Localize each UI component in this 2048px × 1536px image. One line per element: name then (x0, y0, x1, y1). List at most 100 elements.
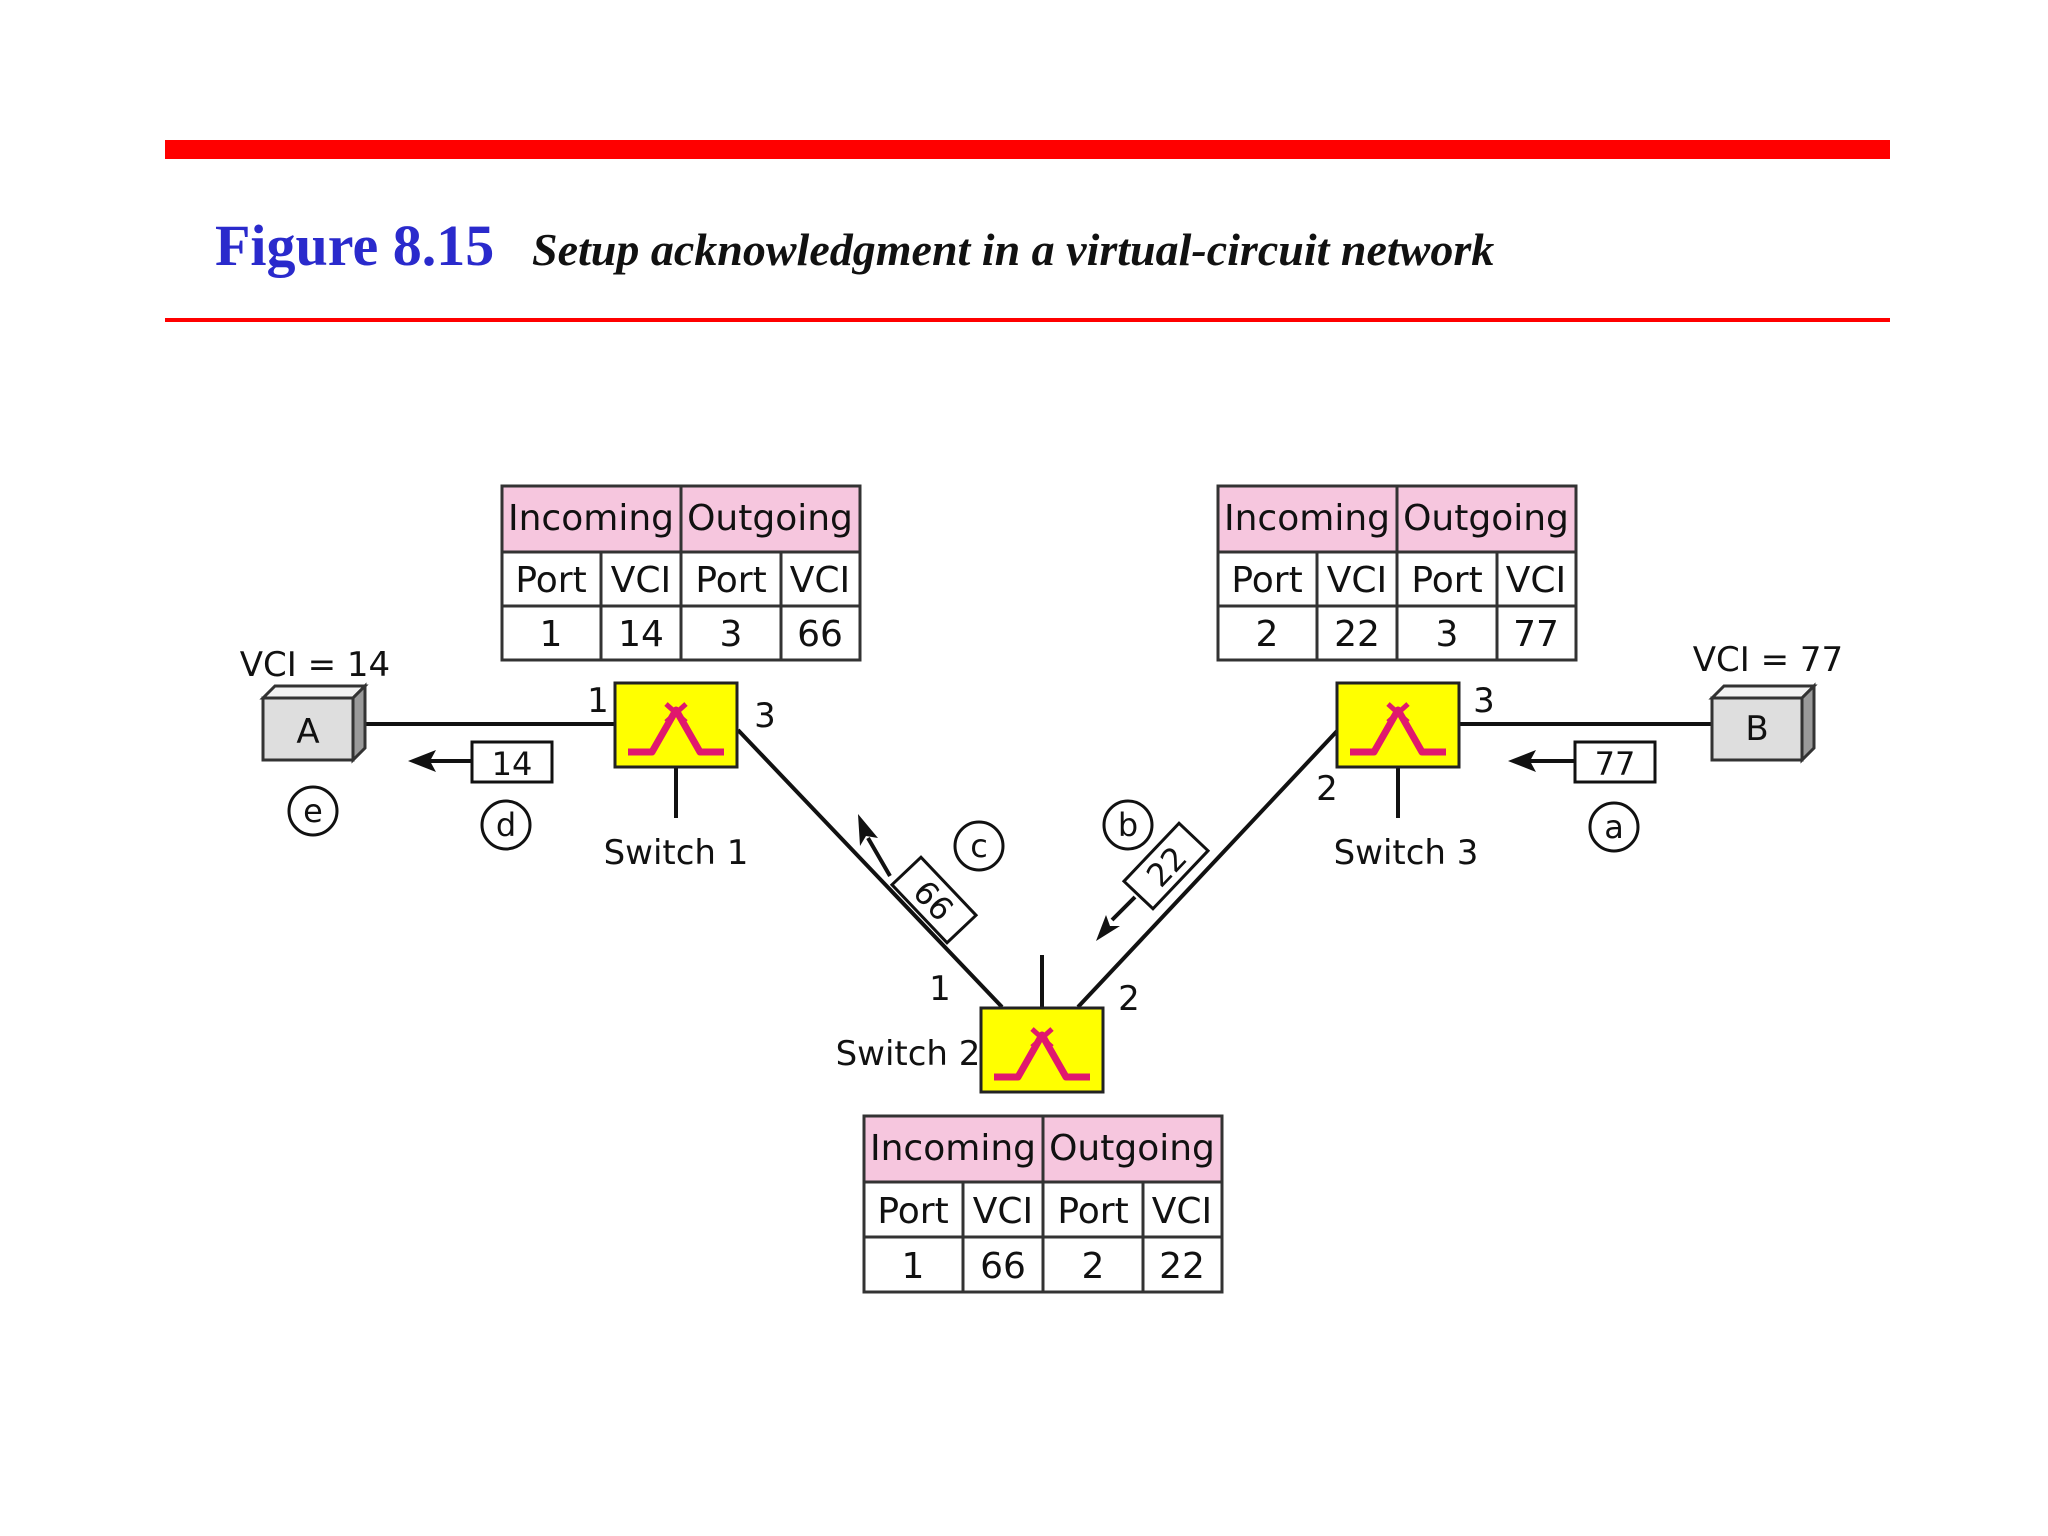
header-outgoing: Outgoing (1049, 1128, 1215, 1169)
switch-1-port-3: 3 (754, 696, 776, 736)
switch-1 (613, 681, 739, 769)
header-incoming: Incoming (870, 1128, 1036, 1169)
header-out-port: Port (1057, 1191, 1128, 1232)
frame-d-box (470, 740, 554, 784)
arrow-down-left-icon (1096, 915, 1120, 941)
step-e: e (287, 785, 339, 837)
arrow-up-left-icon (858, 814, 878, 846)
table-grid (1218, 486, 1576, 660)
step-circle (287, 785, 339, 837)
step-circle (1102, 799, 1154, 851)
switch-3-port-3: 3 (1473, 681, 1495, 721)
host-a-label: A (296, 712, 319, 752)
step-circle (480, 799, 532, 851)
switch-3-port-2: 2 (1316, 769, 1338, 809)
figure-number: Figure 8.15 (215, 213, 494, 278)
step-circle (953, 820, 1005, 872)
header-in-vci: VCI (611, 560, 671, 601)
cell-in-port: 1 (540, 614, 563, 655)
cell-out-port: 3 (720, 614, 743, 655)
link-switch3-switch2 (1076, 728, 1340, 1009)
switch-1-table: Incoming Outgoing Port VCI Port VCI 1 14… (500, 484, 862, 662)
step-e-label: e (303, 792, 323, 830)
switch-3 (1335, 681, 1461, 769)
link-switch1-switch2 (736, 728, 1004, 1009)
host-b-label: B (1745, 709, 1768, 749)
switch-2-table: Incoming Outgoing Port VCI Port VCI 1 66… (862, 1114, 1224, 1294)
cell-out-vci: 66 (797, 614, 843, 655)
header-out-port: Port (695, 560, 766, 601)
cell-out-port: 3 (1436, 614, 1459, 655)
switch-2-port-1: 1 (929, 969, 951, 1009)
host-top-face (259, 684, 369, 700)
frame-d: 14 (408, 740, 554, 784)
header-out-vci: VCI (1152, 1191, 1212, 1232)
cell-out-vci: 77 (1513, 614, 1559, 655)
step-a-label: a (1604, 808, 1624, 846)
host-b-box (1710, 696, 1804, 762)
arrow-left-icon (408, 750, 436, 772)
frame-a-box (1573, 740, 1657, 784)
bottom-red-rule (165, 318, 1890, 322)
step-circle (1588, 801, 1640, 853)
cell-in-port: 2 (1256, 614, 1279, 655)
cell-in-vci: 14 (618, 614, 664, 655)
step-d: d (480, 799, 532, 851)
switch-2 (979, 1006, 1105, 1094)
cell-out-vci: 22 (1159, 1246, 1205, 1287)
header-incoming: Incoming (1224, 498, 1390, 539)
switch-2-label: Switch 2 (836, 1034, 981, 1074)
frame-b-arrow-line (1110, 895, 1137, 922)
frame-c-arrow-line (866, 836, 892, 878)
table-grid (864, 1116, 1222, 1292)
step-b-label: b (1118, 806, 1138, 844)
host-side-face (351, 682, 367, 764)
header-in-port: Port (877, 1191, 948, 1232)
step-c: c (953, 820, 1005, 872)
figure-caption: Setup acknowledgment in a virtual-circui… (532, 224, 1494, 275)
cell-in-vci: 66 (980, 1246, 1026, 1287)
switch-3-table: Incoming Outgoing Port VCI Port VCI 2 22… (1216, 484, 1578, 662)
host-b-vci-label: VCI = 77 (1693, 640, 1843, 680)
header-in-port: Port (1231, 560, 1302, 601)
frame-b-box (1121, 821, 1211, 911)
header-outgoing: Outgoing (687, 498, 853, 539)
cell-in-vci: 22 (1334, 614, 1380, 655)
host-a-vci-label: VCI = 14 (240, 645, 390, 685)
host-side-face (1800, 682, 1816, 764)
frame-a-vci: 77 (1595, 745, 1636, 783)
step-a: a (1588, 801, 1640, 853)
host-top-face (1708, 684, 1818, 700)
cell-out-port: 2 (1082, 1246, 1105, 1287)
header-in-port: Port (515, 560, 586, 601)
table-grid (502, 486, 860, 660)
header-in-vci: VCI (1327, 560, 1387, 601)
step-c-label: c (970, 827, 988, 865)
switch-cross-icon (1030, 1027, 1054, 1049)
step-d-label: d (496, 806, 516, 844)
network-links (355, 722, 1712, 1009)
header-incoming: Incoming (508, 498, 674, 539)
step-b: b (1102, 799, 1154, 851)
switch-1-port-1: 1 (587, 681, 609, 721)
switch-cross-icon (1386, 702, 1410, 724)
header-in-vci: VCI (973, 1191, 1033, 1232)
header-outgoing: Outgoing (1403, 498, 1569, 539)
cell-in-port: 1 (902, 1246, 925, 1287)
switch-2-port-2: 2 (1118, 979, 1140, 1019)
top-red-bar (165, 140, 1890, 159)
host-B: B (1708, 682, 1818, 764)
frame-c-box (889, 855, 979, 945)
frame-a: 77 (1508, 740, 1657, 784)
host-A: A (259, 682, 369, 764)
arrow-left-icon (1508, 750, 1536, 772)
host-a-box (261, 696, 355, 762)
switch-1-label: Switch 1 (604, 833, 749, 873)
frame-d-vci: 14 (492, 745, 533, 783)
header-out-port: Port (1411, 560, 1482, 601)
switch-3-label: Switch 3 (1334, 833, 1479, 873)
switch-cross-icon (664, 702, 688, 724)
header-out-vci: VCI (1506, 560, 1566, 601)
